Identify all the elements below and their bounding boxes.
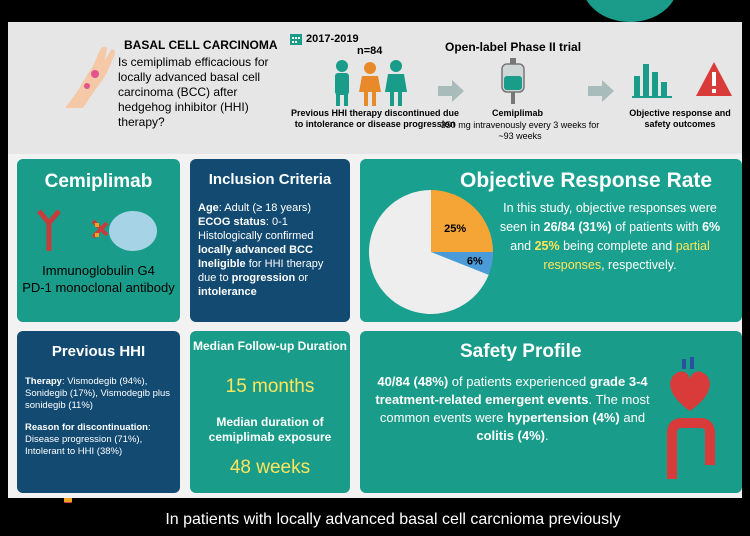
orr-highlight: 26/84 (31%) bbox=[543, 220, 612, 234]
locally-advanced-text: locally advanced BCC bbox=[198, 244, 313, 256]
safety-text-c: . The most common events were bbox=[379, 392, 650, 425]
orr-text-e: and bbox=[647, 239, 676, 253]
orr-title: Objective Response Rate bbox=[460, 169, 713, 192]
study-question: Is cemiplimab efficacious for locally ad… bbox=[118, 55, 269, 129]
cemiplimab-description-line1: Immunoglobulin G4 bbox=[42, 263, 155, 278]
top-bar bbox=[0, 0, 750, 18]
complete-word: complete bbox=[597, 239, 648, 253]
orr-text-d: being bbox=[559, 239, 598, 253]
partial-words: partial responses bbox=[543, 239, 710, 272]
patients-group-icon bbox=[335, 60, 407, 106]
safety-hypertension: hypertension (4%) bbox=[507, 410, 620, 425]
orr-description: In this study, objective responses were … bbox=[490, 199, 730, 275]
previous-hhi-title: Previous HHI bbox=[51, 343, 146, 360]
orr-text-b: of patients with bbox=[611, 220, 703, 234]
reason-value: : Disease progression (71%), Intolerant … bbox=[25, 422, 151, 457]
exposure-title: Median duration of cemiplimab exposure bbox=[208, 415, 332, 444]
intervention-label: Cemiplimab bbox=[492, 108, 544, 118]
condition-title: BASAL CELL CARCINOMA bbox=[124, 38, 278, 52]
followup-card: Median Follow-up Duration 15 months Medi… bbox=[190, 331, 350, 493]
pie-slice bbox=[431, 190, 493, 252]
arrow-right-icon bbox=[588, 80, 614, 102]
safety-description: 40/84 (48%) of patients experienced grad… bbox=[370, 373, 655, 445]
response-pie-chart: 25% 6% bbox=[369, 190, 493, 314]
intervention-dose: 350 mg intravenously every 3 weeks for ~… bbox=[440, 120, 600, 141]
complete-pct: 6% bbox=[702, 220, 721, 234]
arrow-right-icon bbox=[438, 80, 464, 102]
previous-hhi-card: Previous HHI Therapy: Vismodegib (94%), … bbox=[17, 331, 180, 493]
sample-size: n=84 bbox=[357, 45, 383, 57]
cemiplimab-title: Cemiplimab bbox=[44, 171, 153, 192]
safety-profile-card: Safety Profile 40/84 (48%) of patients e… bbox=[360, 331, 742, 493]
histology-text: Histologically confirmed bbox=[198, 230, 314, 242]
inclusion-body: Age: Adult (≥ 18 years) ECOG status: 0-1… bbox=[198, 201, 348, 299]
inclusion-criteria-card: Inclusion Criteria Age: Adult (≥ 18 year… bbox=[190, 159, 350, 322]
previous-hhi-body: Therapy: Vismodegib (94%), Sonidegib (17… bbox=[25, 376, 177, 458]
safety-text-e: . bbox=[545, 428, 549, 443]
bar-chart-icon bbox=[632, 64, 672, 98]
conclusion-banner: In patients with locally advanced basal … bbox=[48, 503, 738, 536]
ecog-label: ECOG status bbox=[198, 216, 266, 228]
partial-pct: 25% bbox=[534, 239, 560, 253]
progression-text: progression bbox=[231, 272, 296, 284]
followup-value: 15 months bbox=[225, 376, 315, 397]
orr-text-a: In this study, objective responses were … bbox=[499, 201, 717, 234]
age-label: Age bbox=[198, 202, 219, 214]
age-value: : Adult (≥ 18 years) bbox=[218, 202, 312, 214]
orr-text-c: and bbox=[510, 239, 535, 253]
trial-type: Open-label Phase II trial bbox=[445, 40, 582, 54]
due-to-text: due to bbox=[198, 272, 232, 284]
for-hhi-text: for HHI therapy bbox=[245, 258, 324, 270]
or-text: or bbox=[295, 272, 309, 284]
heart-colon-icon bbox=[667, 357, 715, 479]
pie-label: 25% bbox=[444, 223, 466, 235]
pie-slice bbox=[369, 190, 489, 314]
arm-lesion-icon bbox=[65, 46, 115, 108]
objective-response-card: Objective Response Rate 25% 6% In this st… bbox=[360, 159, 742, 322]
safety-text-a: 40/84 (48%) bbox=[377, 374, 449, 389]
orr-text-f: , respectively. bbox=[601, 258, 677, 272]
safety-colitis: colitis (4%) bbox=[476, 428, 545, 443]
inclusion-title: Inclusion Criteria bbox=[208, 171, 332, 188]
calendar-icon bbox=[290, 34, 302, 45]
study-years: 2017-2019 bbox=[306, 33, 359, 45]
safety-title: Safety Profile bbox=[460, 341, 582, 362]
outcomes-label: Objective response and safety outcomes bbox=[629, 108, 731, 129]
therapy-label: Therapy bbox=[25, 376, 62, 387]
ecog-value: : 0-1 bbox=[265, 216, 288, 228]
ineligible-text: Ineligible bbox=[198, 258, 246, 270]
cemiplimab-card: Cemiplimab bbox=[17, 159, 180, 322]
pie-slice bbox=[431, 252, 493, 275]
cemiplimab-description-line2: PD-1 monoclonal antibody bbox=[22, 280, 175, 295]
reason-label: Reason for discontinuation bbox=[25, 422, 148, 433]
safety-grade: grade 3-4 treatment-related emergent eve… bbox=[375, 374, 648, 407]
warning-icon bbox=[696, 62, 732, 96]
safety-text-d: and bbox=[619, 410, 646, 425]
antibody-icon bbox=[37, 209, 157, 251]
safety-text-b: of patients experienced bbox=[448, 374, 590, 389]
cemiplimab-description: Immunoglobulin G4 PD-1 monoclonal antibo… bbox=[17, 262, 180, 296]
exposure-value: 48 weeks bbox=[229, 457, 311, 478]
therapy-value: : Vismodegib (94%), Sonidegib (17%), Vis… bbox=[25, 376, 171, 411]
followup-title: Median Follow-up Duration bbox=[193, 339, 347, 353]
pie-label: 6% bbox=[467, 255, 483, 267]
population-description: Previous HHI therapy discontinued due to… bbox=[290, 108, 460, 129]
iv-bag-icon bbox=[501, 58, 525, 104]
intolerance-text: intolerance bbox=[198, 286, 257, 298]
